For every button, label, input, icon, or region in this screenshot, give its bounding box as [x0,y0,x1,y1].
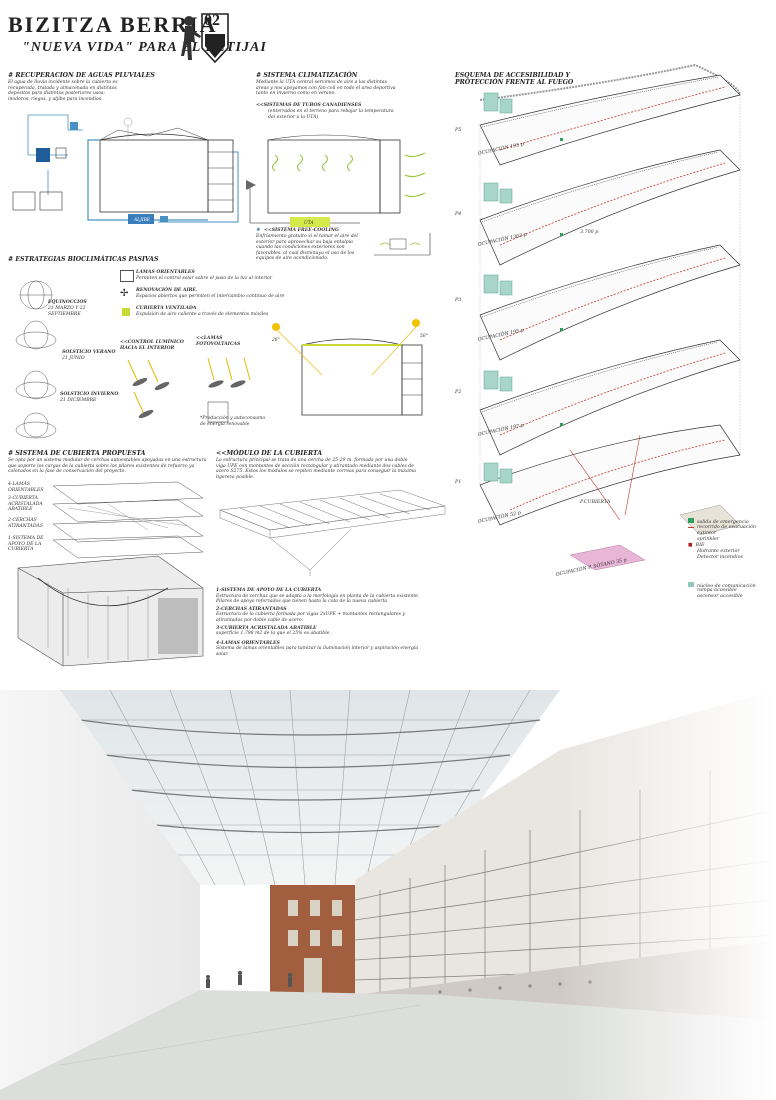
louver-text: Permiten el control solar sobre el paso … [136,276,273,281]
pv-note: *Producción y autoconsumo de energía ren… [200,416,266,427]
winter-solstice-text: 21 DICIEMBRE [60,398,97,403]
air-renewal-title: RENOVACIÓN DE AIRE. [136,288,198,293]
freecooling-title: <<SISTEMA FREE-COOLING [264,228,339,233]
vent-roof-text: Expulsión de aire caliente a través de e… [136,312,269,317]
equinox-title: EQUINOCCIOS [48,300,87,305]
roof-note-3-text: superficie 1.798 m2 de la que el 25% es … [216,631,331,637]
fan-icon: ✢ [120,288,129,299]
floor-mark-p3: P3 [455,298,462,303]
roof-layer-4: 4-LAMAS ORIENTABLES [8,482,44,493]
freecooling-diagram [374,233,431,256]
floor-mark-p4: P4 [455,212,462,217]
route-icon [688,527,694,528]
vent-roof-title: CUBIERTA VENTILADA [136,306,197,311]
fronton-interior-perspective [0,690,776,1100]
poster-title: BIZITZA BERRIA [8,12,218,37]
floor-mark-p1: P1 [455,480,462,485]
summer-solstice-text: 21 JUNIO [62,356,85,361]
fire-section-title: ESQUEMA DE ACCESIBILIDAD Y PROTECCIÓN FR… [455,72,574,86]
bie-icon: ■ [688,543,693,548]
louver-sun-diagrams [127,357,251,423]
roof-note-4-title: 4-LAMAS ORIENTABLES [216,640,280,646]
legend-item-ramp: rampa accesible [697,588,737,593]
roof-note-3-title: 3-CUBIERTA ACRISTALADA ABATIBLE [216,625,317,631]
legend-item-extinguisher: extintor [697,531,717,536]
roof-section-title: # SISTEMA DE CUBIERTA PROPUESTA [8,450,146,457]
equinox-text: 21 MARZO Y 22 SEPTIEMBRE [48,306,86,317]
freecooling-text: Enfriamiento gratuito si el tamar el air… [256,234,358,262]
core-icon [688,582,694,587]
louver-title: LAMAS ORIENTABLES [136,270,195,275]
legend-item-lift: ascensor accesible [697,594,743,599]
legend-item-bie: BIE [695,543,705,548]
occupancy-area-label: 3.700 p [580,230,599,235]
roof-exploded-axonometric [17,481,204,667]
sheet-number: 02 [204,12,220,29]
legend-item-exit: salida de emergencia [697,520,749,525]
angle-label-2: 50° [420,334,428,339]
interior-render [0,690,776,1100]
module-title: <<MÓDULO DE LA CUBIERTA [216,450,323,457]
floor-mark-p2: P2 [455,390,462,395]
climate-diagram: UTA [246,134,426,227]
legend-item-hydrant: Hidrante exterior [697,549,740,554]
climate-section-title: # SISTEMA CLIMATIZACIÓN [256,72,358,79]
rainwater-diagram: ALJIBE [12,114,239,224]
pv-louvers-label: <<LAMAS FOTOVOLTAICAS [196,336,241,347]
legend-item-route: recorrido de evacuación [697,525,756,530]
sun-path-diagrams [15,280,57,439]
roof-note-2-title: 2-CERCHAS ATIRANTADAS [216,606,287,612]
summer-solstice-title: SOLSTICIO VERANO [62,350,116,355]
louver-icon [120,270,134,282]
winter-solstice-title: SOLSTICIO INVIERNO [60,392,119,397]
aljibe-label: ALJIBE [133,218,151,223]
air-renewal-text: Espacios abiertos que permiten el interc… [136,294,285,299]
roof-layer-3: 3-CUBIERTA ACRISTALADA ABATIBLE [8,496,43,513]
floor-mark-cubierta: P.CUBIERTA [580,500,611,505]
rainwater-section-title: # RECUPERACION DE AGUAS PLUVIALES [8,72,155,79]
floor-mark-p5: P5 [455,128,462,133]
uta-label: UTA [304,221,314,226]
roof-note-4-text: Sistema de lamas orientables para tamiza… [216,646,419,657]
vent-roof-icon [122,308,130,316]
freecooling-icon: ✳ [256,228,260,233]
bioclimatic-section-title: # ESTRATEGIAS BIOCLIMÁTICAS PASIVAS [8,256,159,263]
canadian-text: (enterrados en el terreno para rebajar l… [268,109,394,120]
rainwater-text: El agua de lluvia incidente sobre la cub… [8,80,118,102]
legend-item-detector: Detector incendios [697,555,743,560]
roof-note-2-text: Estructura de la cubierta formada por vi… [216,612,406,623]
roof-layer-1: 1-SISTEMA DE APOYO DE LA CUBIERTA [8,536,44,553]
fire-exploded-floors [479,63,741,571]
roof-text: Se opta por un sistema modular de cercha… [8,458,207,475]
pelota-player-logo [181,16,201,60]
roof-note-1-title: 1-SISTEMA DE APOYO DE LA CUBIERTA [216,588,322,593]
climate-text: Mediante la UTA central servimos de aire… [256,80,396,97]
exit-icon [688,518,694,523]
roof-layer-2: 2-CERCHAS ATIRANTADAS [8,518,44,529]
roof-note-1-text: Estructura de cerchas que se adapta a la… [216,593,420,605]
module-text: La estructura principal se trata de una … [216,458,416,480]
roof-module-axonometric [219,489,446,576]
sheet-number-shield [201,13,229,64]
canadian-title: <<SISTEMAS DE TUBOS CANADIENSES [256,103,362,108]
legend-item-sprinkler: sprinkler [697,537,720,542]
fire-legend: salida de emergencia recorrido de evacua… [688,518,774,608]
lumen-control-label: <<CONTROL LUMÍNICO HACIA EL INTERIOR [120,340,184,351]
ventilated-roof-section: 26° 50° [271,319,428,416]
angle-label-1: 26° [271,338,280,343]
legend-item-core: núcleo de comunicación [697,584,756,589]
